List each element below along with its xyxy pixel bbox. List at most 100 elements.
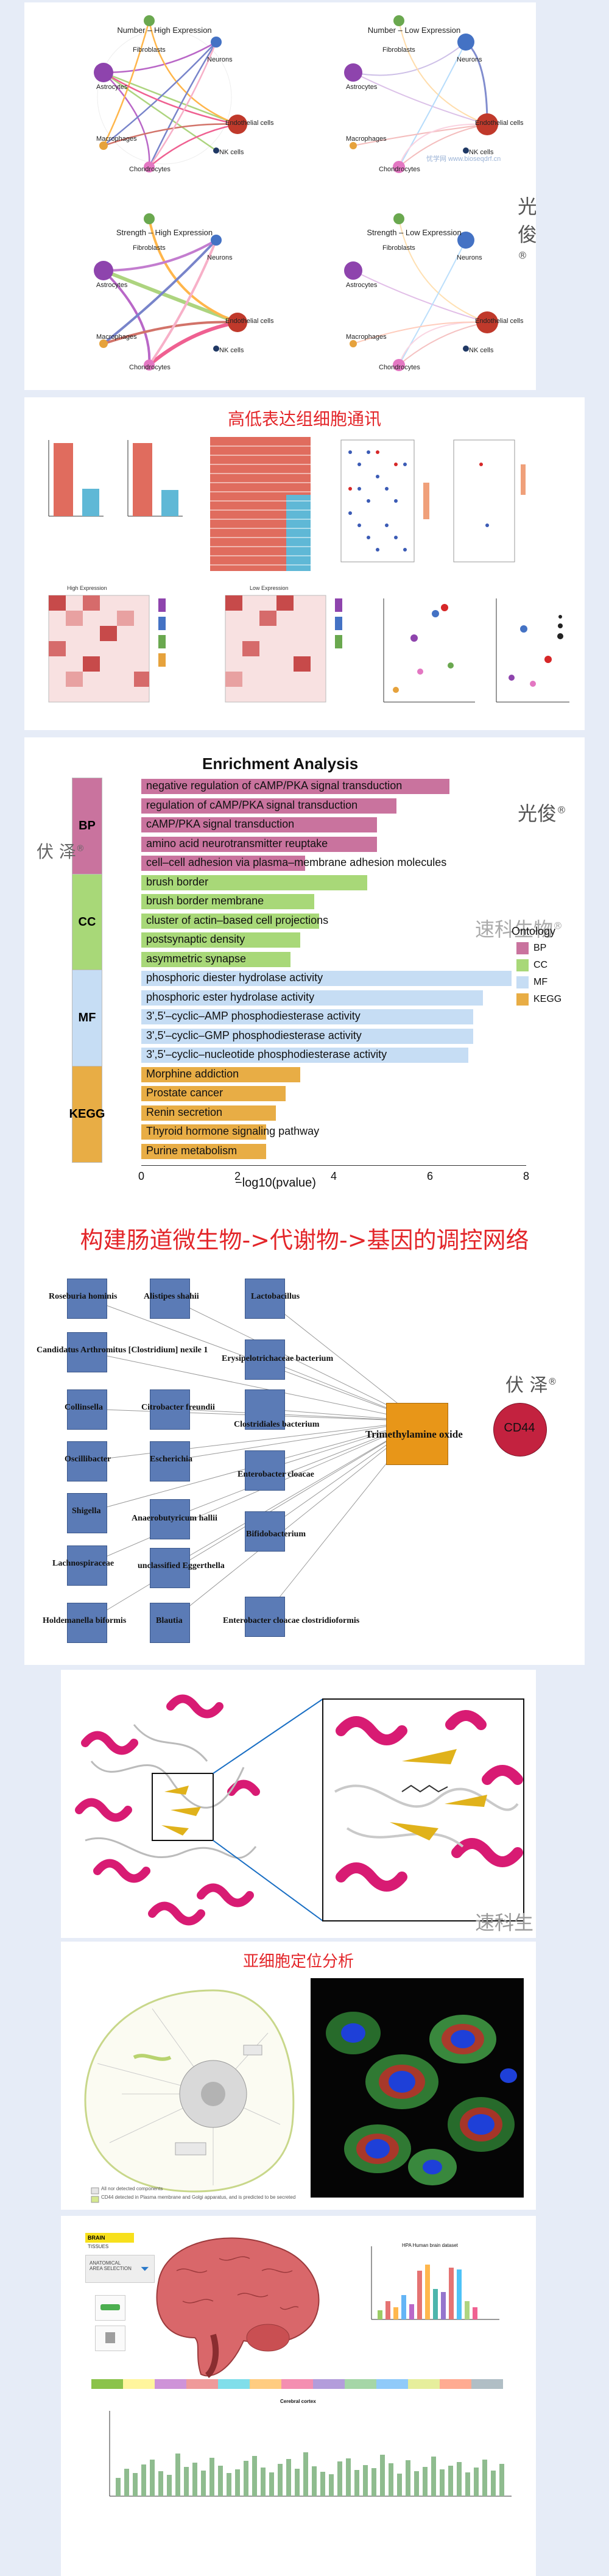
microbe-node <box>67 1441 107 1481</box>
enrichment-bar <box>141 1009 474 1024</box>
legend-label: KEGG <box>533 994 562 1004</box>
cortex-bar <box>133 2473 138 2496</box>
tissues-link[interactable]: TISSUES <box>88 2244 109 2249</box>
node-label: Astrocytes <box>346 282 378 289</box>
term-label: cAMP/PKA signal transduction <box>146 818 295 830</box>
cortex-bar <box>124 2469 129 2496</box>
microbe-node <box>245 1511 285 1552</box>
cortex-bar <box>150 2460 155 2496</box>
section-title: 高低表达组细胞通讯 <box>227 409 381 429</box>
site-watermark: 忧学网 www.bioseqdrf.cn <box>426 155 501 163</box>
region-bar-chart <box>371 2246 499 2320</box>
term-label: Purine metabolism <box>146 1144 238 1157</box>
cortex-bar <box>423 2467 428 2496</box>
term-label: cluster of actin–based cell projections <box>146 914 329 926</box>
microbe-node <box>245 1279 285 1319</box>
node-fibroblasts <box>144 15 155 26</box>
x-axis-line <box>141 1165 526 1166</box>
category-box: KEGG <box>69 1065 105 1163</box>
cortex-bar <box>499 2464 504 2496</box>
enrichment-bar <box>141 1048 469 1063</box>
cortex-bar <box>406 2460 410 2496</box>
enrichment-bar <box>141 951 290 967</box>
microbe-label: Enterobacter cloacae clostridioformis <box>223 1616 360 1625</box>
chart-title: Enrichment Analysis <box>202 754 359 773</box>
term-label: Morphine addiction <box>146 1067 239 1080</box>
network-panel: 构建肠道微生物->代谢物->基因的调控网络 Roseburia hominis … <box>24 1208 585 1665</box>
heatmap-title-high: High Expression <box>67 585 107 591</box>
cortex-bar <box>448 2466 453 2496</box>
gene-label: CD44 <box>504 1421 535 1435</box>
microbe-node <box>245 1389 285 1430</box>
microbe-label: Candidatus Arthromitus [Clostridium] nex… <box>37 1346 208 1355</box>
legend-text: All nor detected components <box>101 2186 163 2191</box>
legend-swatch <box>516 976 529 988</box>
region-color-bar <box>91 2379 503 2389</box>
dot-plot <box>340 439 429 562</box>
microbe-label: Lachnospiraceae <box>52 1559 114 1568</box>
bar-plot-1 <box>48 440 104 517</box>
microbe-label: Bifidobacterium <box>246 1530 306 1539</box>
node-label: Fibroblasts <box>133 46 166 54</box>
microbe-node <box>67 1279 107 1319</box>
area-selection-button[interactable]: ANATOMICAL AREA SELECTION ⏷ <box>85 2255 155 2283</box>
enrichment-bar <box>141 1086 286 1101</box>
subcellular-panel: 亚细胞定位分析 A <box>61 1942 536 2210</box>
cortex-bar <box>312 2466 317 2496</box>
watermark-fuze: 伏 泽® <box>37 842 85 862</box>
x-tick-label: 2 <box>234 1170 241 1182</box>
node-label: Chondrocytes <box>379 364 420 371</box>
microbe-label: Roseburia hominis <box>49 1292 118 1301</box>
node-label: Astrocytes <box>96 282 128 289</box>
term-label: 3',5'–cyclic–GMP phosphodiesterase activ… <box>146 1029 362 1041</box>
term-label: 3',5'–cyclic–AMP phosphodiesterase activ… <box>146 1010 361 1022</box>
enrichment-bar <box>141 894 315 909</box>
term-label: negative regulation of cAMP/PKA signal t… <box>146 779 403 792</box>
cortex-bar <box>244 2461 248 2496</box>
term-label: brush border <box>146 875 209 888</box>
microbe-label: Escherichia <box>150 1455 192 1464</box>
node-label: Endothelial cells <box>225 119 274 127</box>
filter-icon: ⏷ <box>140 2263 149 2275</box>
term-label: cell–cell adhesion via plasma–membrane a… <box>146 856 447 868</box>
cortex-bar <box>261 2468 266 2496</box>
node-endothelial <box>228 115 247 134</box>
x-tick-label: 4 <box>331 1170 337 1182</box>
bar-plot-2 <box>127 440 183 517</box>
legend-label: MF <box>533 977 548 987</box>
tool-button-1[interactable] <box>95 2295 125 2321</box>
tool-button-2[interactable] <box>95 2326 125 2351</box>
node-label: Chondrocytes <box>129 364 171 371</box>
cortex-bar <box>201 2471 206 2496</box>
enrichment-bar <box>141 971 512 986</box>
microbe-node <box>67 1603 107 1643</box>
cortex-bar <box>167 2475 172 2496</box>
watermark-suke: 速科生物 <box>475 1911 534 1934</box>
enrichment-bar <box>141 817 378 832</box>
brain-tab[interactable]: BRAIN <box>85 2233 134 2243</box>
microbe-label: Enterobacter cloacae <box>238 1470 314 1479</box>
circle-graph-number-high <box>94 15 247 172</box>
chart-title: HPA Human brain dataset <box>402 2243 458 2248</box>
cortex-bar <box>158 2471 163 2496</box>
section-title: 构建肠道微生物->代谢物->基因的调控网络 <box>80 1227 529 1254</box>
enrichment-bar <box>141 875 368 890</box>
watermark-suke: 速科生物® <box>475 918 563 941</box>
circle-plots <box>94 15 498 371</box>
enrichment-bar <box>141 913 320 929</box>
microbe-node <box>150 1279 190 1319</box>
node-label: Macrophages <box>346 333 387 341</box>
node-label: Fibroblasts <box>382 244 415 252</box>
cortex-bar <box>363 2465 368 2496</box>
node-label: Neurons <box>457 254 482 261</box>
legend-title: Ontology <box>512 925 556 937</box>
cortex-bar <box>371 2468 376 2496</box>
gene-node <box>493 1403 547 1457</box>
term-label: Thyroid hormone signaling pathway <box>146 1125 320 1137</box>
legend-swatch <box>516 993 529 1006</box>
node-label: Endothelial cells <box>225 318 274 325</box>
cortex-bar <box>286 2459 291 2496</box>
term-label: asymmetric synapse <box>146 952 247 965</box>
node-macrophages <box>99 141 108 150</box>
